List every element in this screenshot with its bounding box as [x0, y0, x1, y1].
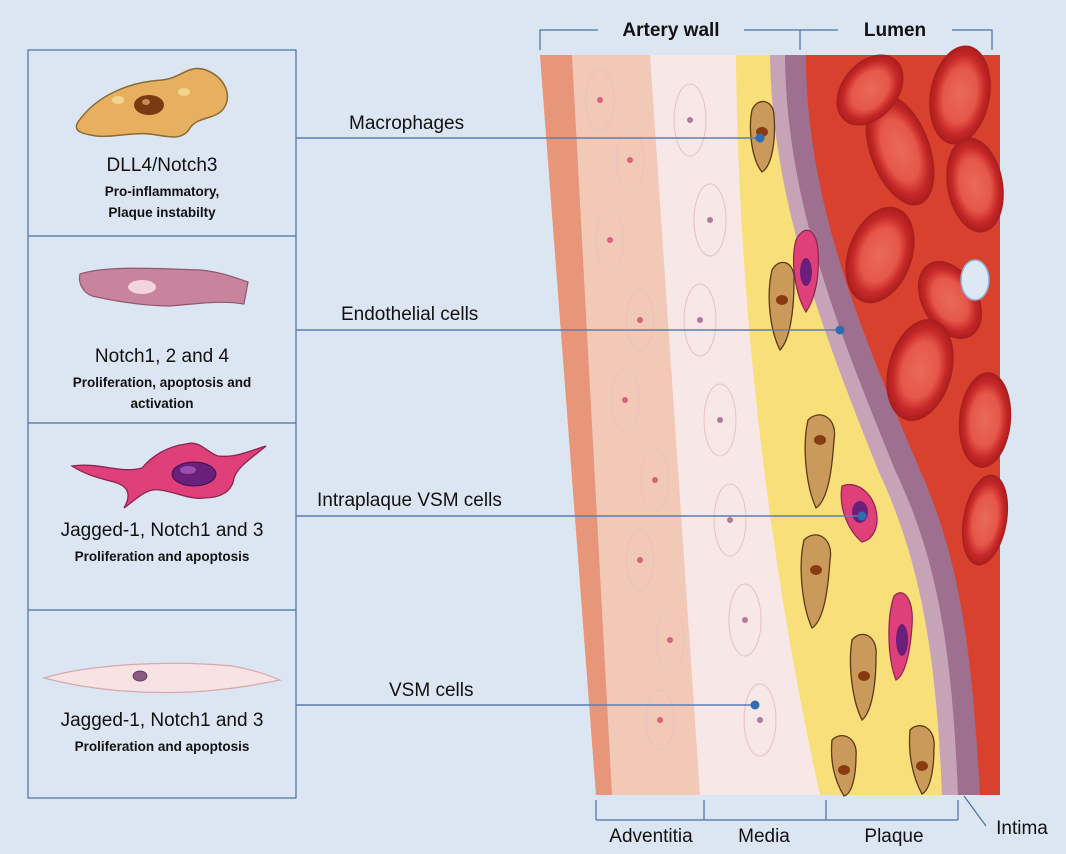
panel-4-title: Jagged-1, Notch1 and 3	[28, 710, 296, 732]
dot-macrophages	[756, 134, 765, 143]
dot-vsm	[751, 701, 760, 710]
panel-3-line-1: Proliferation and apoptosis	[28, 546, 296, 567]
label-lumen: Lumen	[838, 20, 952, 42]
bottom-brackets	[596, 796, 986, 826]
panel-2-line-1: Proliferation, apoptosis and	[28, 372, 296, 393]
panel-2-title: Notch1, 2 and 4	[28, 346, 296, 368]
label-endothelial-cells: Endothelial cells	[341, 304, 478, 326]
platelet	[961, 260, 989, 300]
label-adventitia: Adventitia	[596, 826, 706, 848]
panel-1-line-1: Pro-inflammatory,	[28, 181, 296, 202]
panel-1-line-2: Plaque instabilty	[28, 202, 296, 223]
label-macrophages: Macrophages	[349, 113, 464, 135]
dot-intraplaque-vsm	[858, 512, 867, 521]
label-plaque: Plaque	[846, 826, 942, 848]
label-intima: Intima	[982, 818, 1062, 840]
dot-endothelial	[836, 326, 845, 335]
label-intraplaque-vsm-cells: Intraplaque VSM cells	[317, 490, 502, 512]
panel-1-title: DLL4/Notch3	[28, 155, 296, 177]
label-media: Media	[716, 826, 812, 848]
label-artery-wall: Artery wall	[598, 20, 744, 42]
panel-3-title: Jagged-1, Notch1 and 3	[28, 520, 296, 542]
label-vsm-cells: VSM cells	[389, 680, 473, 702]
panel-4-line-1: Proliferation and apoptosis	[28, 736, 296, 757]
panel-2-line-2: activation	[28, 393, 296, 414]
